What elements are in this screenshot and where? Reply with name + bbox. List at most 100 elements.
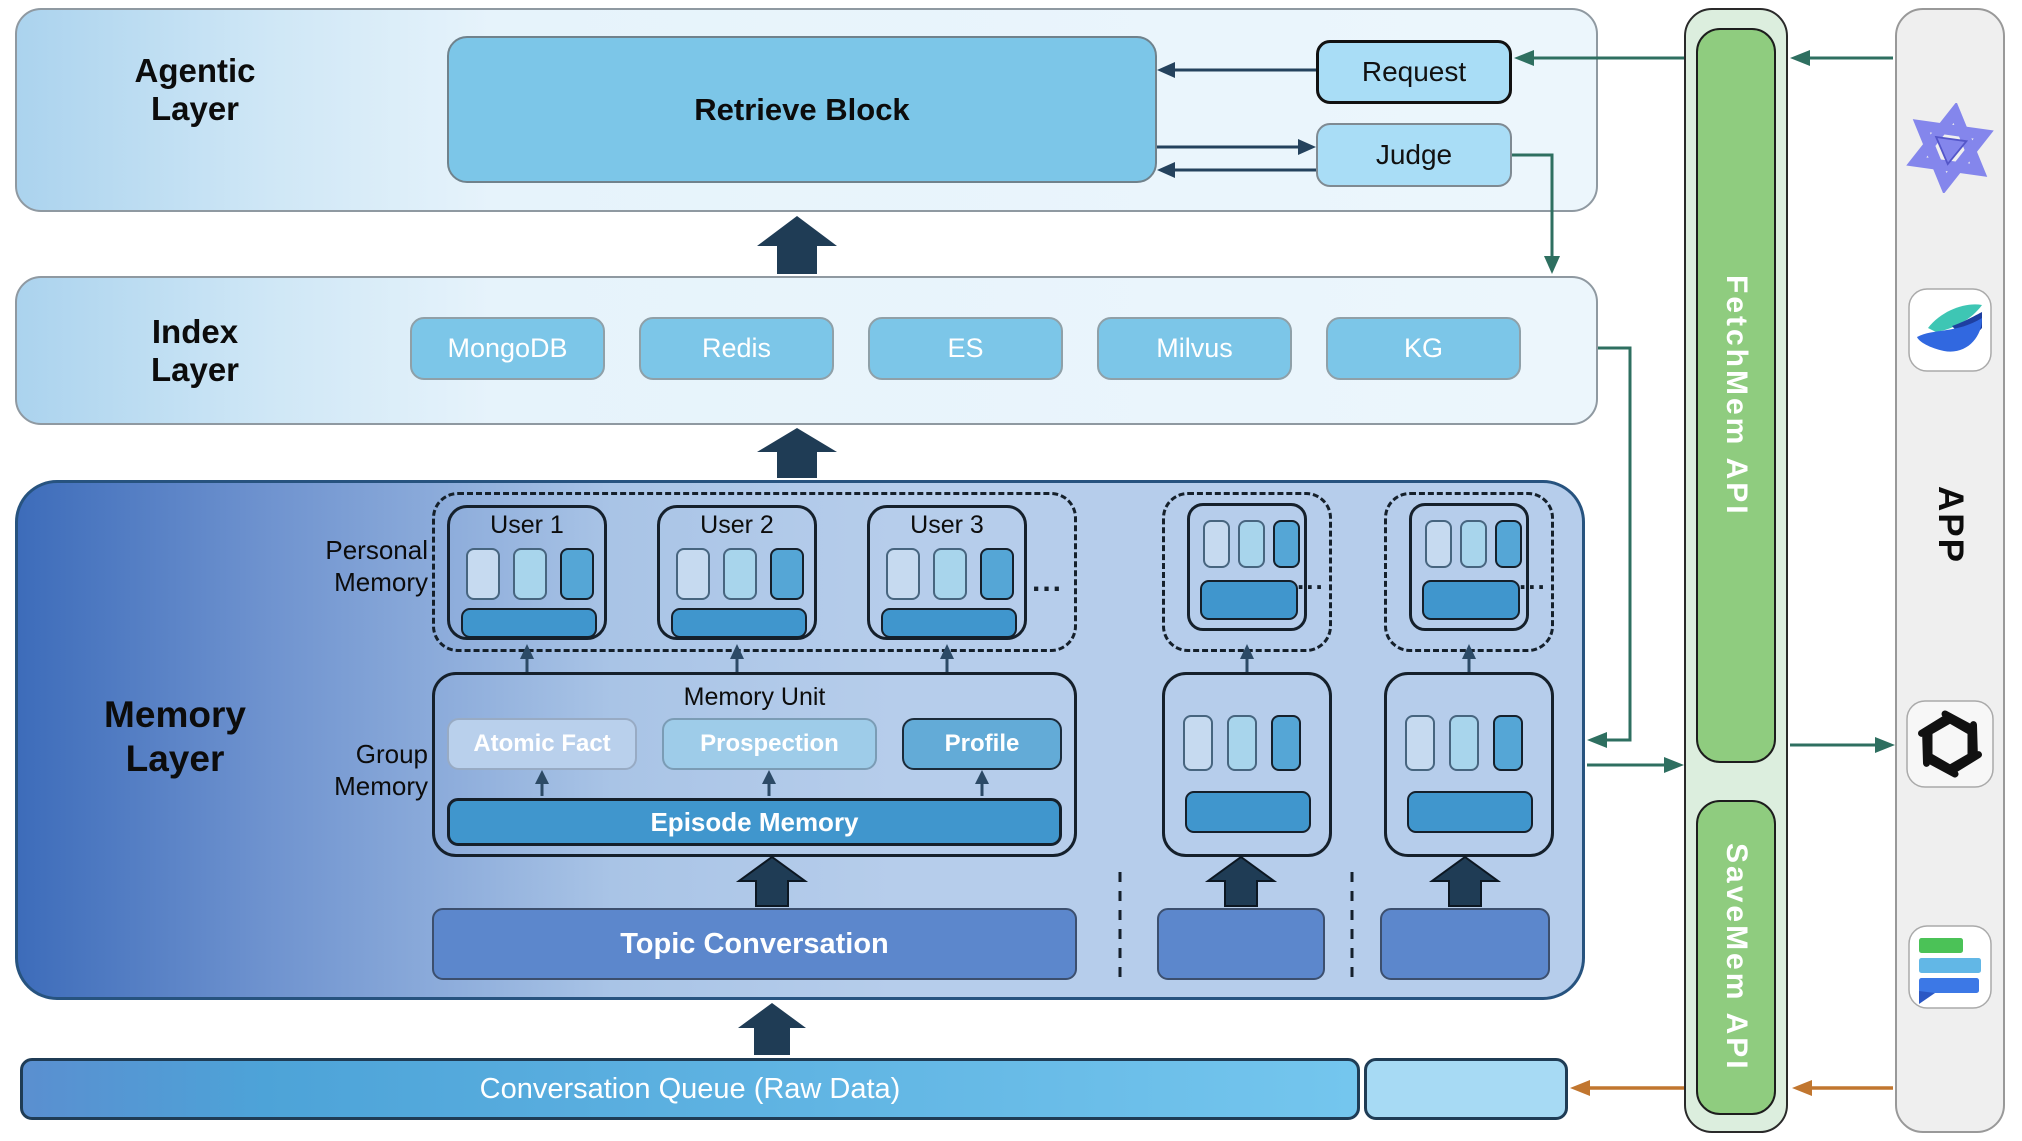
- user-1-box: User 1: [447, 505, 607, 640]
- index-store-es: ES: [868, 317, 1063, 380]
- index-layer-title: Index Layer: [60, 313, 330, 389]
- user-box-small: [1409, 503, 1529, 631]
- kg-label: KG: [1403, 333, 1443, 363]
- memory-cell: [513, 548, 547, 600]
- memory-bar: [1407, 791, 1533, 833]
- index-store-redis: Redis: [639, 317, 834, 380]
- memory-layer-title: Memory Layer: [40, 693, 310, 781]
- chat-logo-icon: [1908, 925, 1992, 1009]
- memory-cell: [886, 548, 920, 600]
- block-arrow-queue-to-memory: [738, 1003, 806, 1055]
- prospection-label: Prospection: [700, 730, 839, 757]
- users-ellipsis: ...: [1032, 565, 1064, 598]
- personal-memory-label: Personal Memory: [300, 534, 428, 598]
- user-box-small: [1187, 503, 1307, 631]
- memory-unit-box: Memory Unit: [432, 672, 1077, 857]
- agentic-title-line1: Agentic: [134, 52, 256, 89]
- memory-bar: [1185, 791, 1311, 833]
- episode-memory-box: Episode Memory: [447, 798, 1062, 846]
- index-title-line1: Index: [151, 313, 239, 350]
- memory-unit-title: Memory Unit: [683, 683, 826, 711]
- judge-box: Judge: [1316, 123, 1512, 187]
- memory-cell: [1183, 715, 1213, 771]
- memory-bar: [461, 608, 597, 638]
- atomic-fact-label: Atomic Fact: [473, 730, 611, 757]
- savemem-to-queue-arrow: [1570, 1080, 1684, 1096]
- request-label: Request: [1361, 56, 1467, 87]
- mongodb-label: MongoDB: [447, 333, 568, 363]
- atomic-fact-box: Atomic Fact: [447, 718, 637, 770]
- memory-cell: [560, 548, 594, 600]
- memory-title-line2: Layer: [125, 738, 225, 779]
- memory-cell: [676, 548, 710, 600]
- qwen-logo-icon: [1906, 103, 1994, 193]
- conversation-queue-label: Conversation Queue (Raw Data): [479, 1072, 901, 1105]
- group3-ellipsis: ...: [1519, 565, 1547, 595]
- fetchmem-api-bar: FetchMem API: [1696, 28, 1776, 763]
- memory-title-line1: Memory: [104, 694, 246, 735]
- memory-cell: [770, 548, 804, 600]
- user-3-box: User 3: [867, 505, 1027, 640]
- memory-bar: [671, 608, 807, 638]
- group2-ellipsis: ...: [1297, 565, 1325, 595]
- app-label-text: APP: [1931, 486, 1970, 564]
- memory-cell: [1203, 520, 1230, 568]
- user-2-label: User 2: [700, 511, 774, 539]
- block-arrow-memory-to-index: [757, 428, 837, 478]
- index-store-mongodb: MongoDB: [410, 317, 605, 380]
- block-arrow-index-to-agentic: [757, 216, 837, 274]
- memory-cell: [1495, 520, 1522, 568]
- topic-conversation-box-3: [1380, 908, 1550, 980]
- personal-memory-group-1: [432, 492, 1077, 652]
- agentic-layer-title: Agentic Layer: [60, 52, 330, 128]
- memory-cell: [1273, 520, 1300, 568]
- judge-label: Judge: [1375, 139, 1453, 170]
- retrieve-block: Retrieve Block: [447, 36, 1157, 183]
- memory-cell: [723, 548, 757, 600]
- prospection-box: Prospection: [662, 718, 877, 770]
- user-1-label: User 1: [490, 511, 564, 539]
- memory-bar: [1200, 580, 1298, 620]
- memory-cell: [1227, 715, 1257, 771]
- memory-cell: [466, 548, 500, 600]
- group-label-line2: Memory: [334, 771, 428, 801]
- memory-cell: [1405, 715, 1435, 771]
- topic-conversation-box: Topic Conversation: [432, 908, 1077, 980]
- fetchmem-api-label: FetchMem API: [1720, 274, 1753, 517]
- memory-bar: [881, 608, 1017, 638]
- profile-box: Profile: [902, 718, 1062, 770]
- profile-label: Profile: [944, 730, 1020, 757]
- fetchmem-to-app-arrow: [1790, 737, 1895, 753]
- memory-cell: [1460, 520, 1487, 568]
- milvus-label: Milvus: [1156, 333, 1233, 363]
- personal-label-line1: Personal: [325, 535, 428, 565]
- retrieve-block-label: Retrieve Block: [694, 91, 910, 127]
- group-label-line1: Group: [355, 739, 428, 769]
- group-memory-label: Group Memory: [300, 738, 428, 802]
- savemem-api-bar: SaveMem API: [1696, 800, 1776, 1115]
- savemem-api-label: SaveMem API: [1720, 843, 1753, 1072]
- memory-cell: [933, 548, 967, 600]
- memory-cell: [1449, 715, 1479, 771]
- user-3-label: User 3: [910, 511, 984, 539]
- index-store-milvus: Milvus: [1097, 317, 1292, 380]
- memory-bar: [1422, 580, 1520, 620]
- index-title-line2: Layer: [150, 351, 240, 388]
- user-2-box: User 2: [657, 505, 817, 640]
- request-box: Request: [1316, 40, 1512, 104]
- app-panel-label: APP: [1895, 455, 2005, 595]
- group-unit-3: [1384, 672, 1554, 857]
- memory-cell: [1271, 715, 1301, 771]
- topic-conversation-label: Topic Conversation: [620, 927, 889, 960]
- memory-to-fetchmem-arrow: [1587, 757, 1684, 773]
- index-store-kg: KG: [1326, 317, 1521, 380]
- topic-conversation-box-2: [1157, 908, 1325, 980]
- openai-logo-icon: [1906, 700, 1994, 788]
- conversation-queue-buffer: [1364, 1058, 1568, 1120]
- memory-cell: [1493, 715, 1523, 771]
- app-to-fetchmem-arrow: [1790, 50, 1893, 66]
- memory-cell: [1425, 520, 1452, 568]
- episode-memory-label: Episode Memory: [650, 806, 859, 837]
- personal-label-line2: Memory: [334, 567, 428, 597]
